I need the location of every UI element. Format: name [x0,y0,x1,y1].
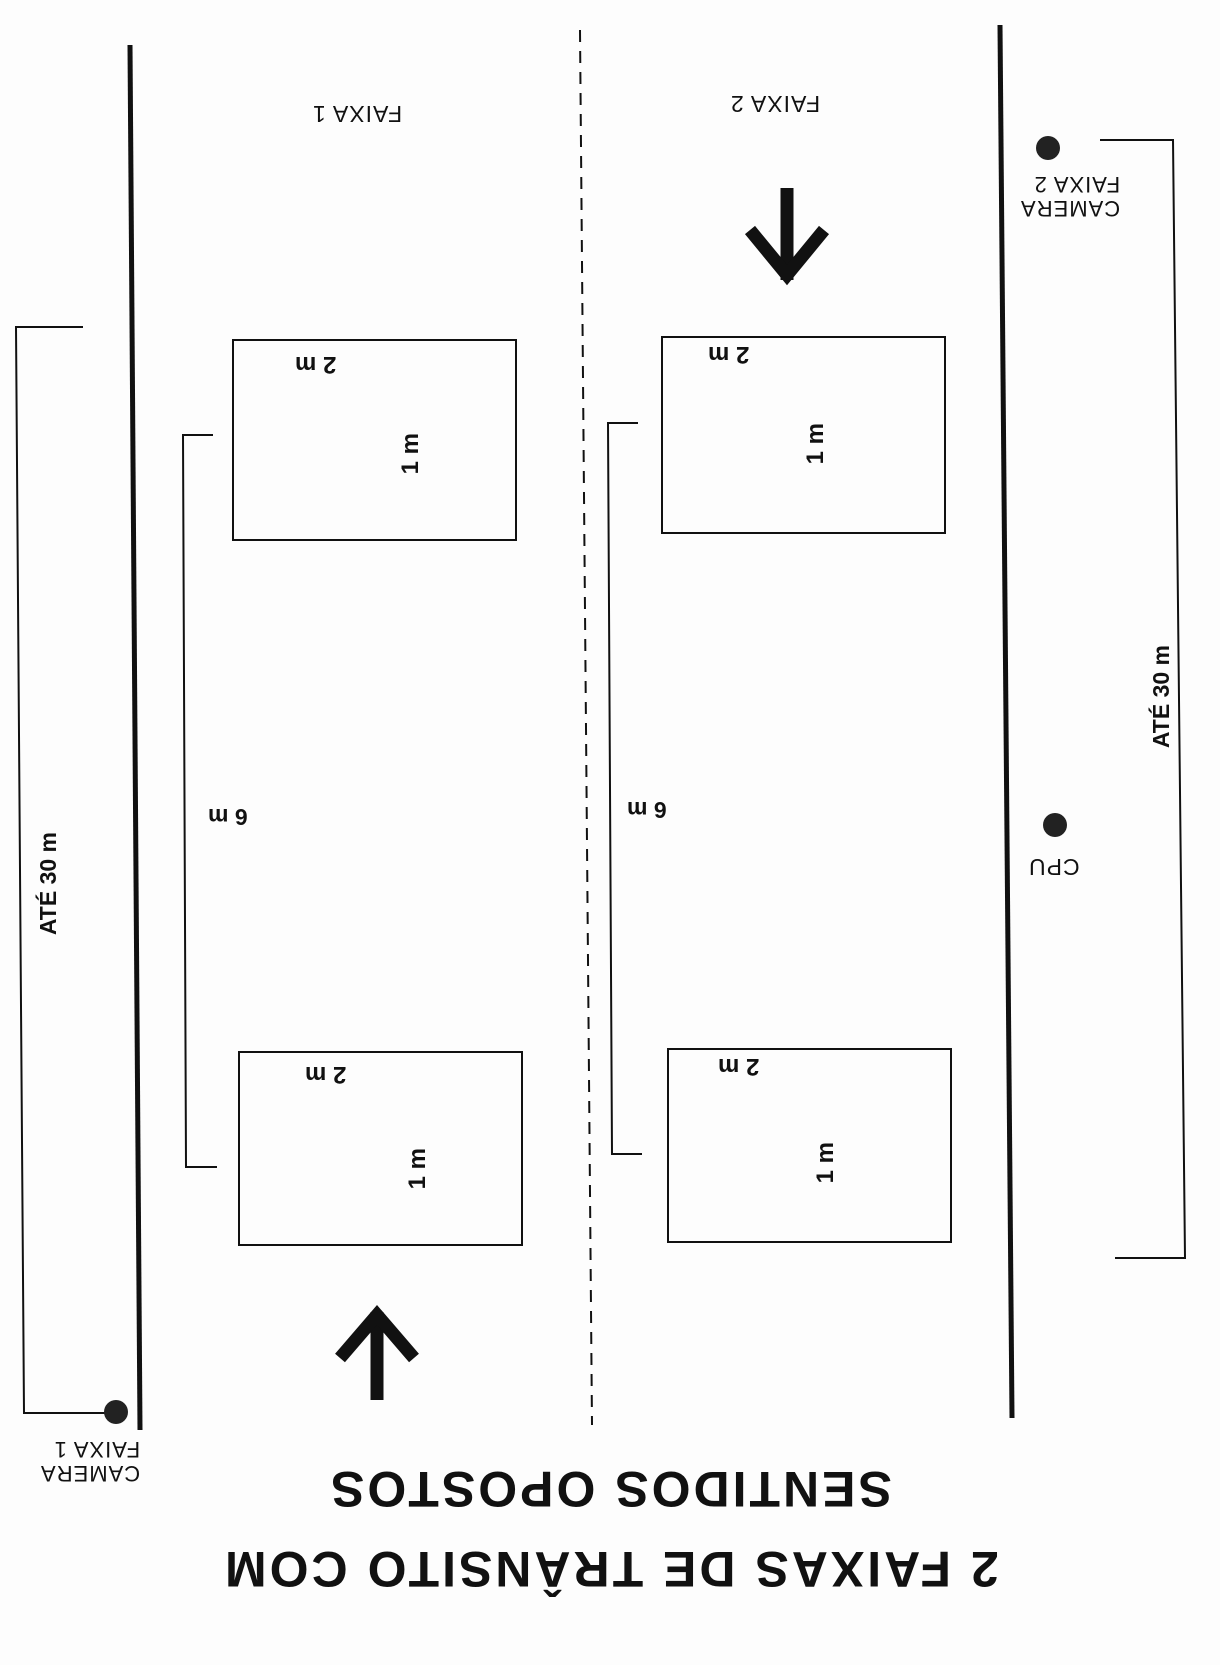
lane1-label: FAIXA 1 [312,101,403,127]
arrow-up-lane1 [335,1305,419,1400]
range-bracket-camera1 [14,326,110,1414]
loop-length-label: 2 m [718,1053,760,1080]
camera2-label: CAMERA FAIXA 2 [1020,172,1121,221]
cpu-label: CPU [1028,854,1080,880]
road-edge-right [997,24,1015,1419]
loop-length-label: 2 m [305,1061,347,1088]
loop-length-label: 2 m [708,341,750,368]
page-title: 2 FAIXAS DE TRÂNSITO COM [221,1541,999,1597]
loop-lane2-top [661,336,946,534]
page-subtitle: SENTIDOS OPOSTOS [328,1461,892,1517]
loop-length-label: 2 m [295,351,337,378]
loop-spacing-label: 6 m [208,804,248,830]
loop-width-label: 1 m [404,1148,431,1190]
loop-width-label: 1 m [397,433,424,475]
spacing-bracket-lane1 [181,434,217,1168]
loop-width-label: 1 m [802,423,829,465]
loop-width-label: 1 m [812,1142,839,1184]
spacing-bracket-lane2 [606,422,642,1155]
lane-divider [579,29,593,1426]
loop-lane2-bottom [667,1048,952,1243]
cpu-dot [1043,813,1067,837]
camera2-range-label: ATÉ 30 m [1148,645,1174,749]
camera1-range-label: ATÉ 30 m [35,832,61,936]
loop-spacing-label: 6 m [627,797,667,823]
loop-lane1-bottom [238,1051,523,1246]
lane2-label: FAIXA 2 [730,91,821,117]
range-bracket-camera2 [1100,139,1187,1259]
camera2-dot [1036,136,1060,160]
road-edge-left [127,44,143,1431]
arrow-down-lane2 [744,188,830,286]
loop-lane1-top [232,339,517,541]
camera1-dot [104,1400,128,1424]
